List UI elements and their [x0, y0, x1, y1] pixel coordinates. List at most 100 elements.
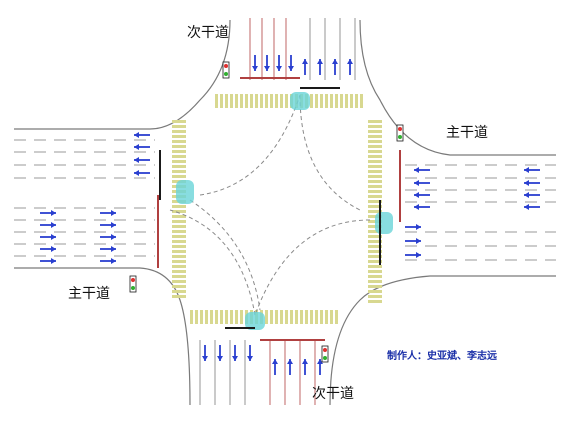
crosswalk-south-stripe	[210, 310, 213, 324]
crosswalk-south-stripe	[225, 310, 228, 324]
crosswalk-north-stripe	[255, 94, 258, 108]
turn-path-1	[199, 94, 301, 196]
crosswalk-south-stripe	[330, 310, 333, 324]
label-north-road: 次干道	[187, 25, 229, 41]
crosswalk-east-stripe	[368, 120, 382, 123]
signal-pole-icon	[159, 87, 381, 329]
traffic-light-icon	[129, 61, 404, 363]
crosswalk-north-stripe	[280, 94, 283, 108]
crosswalk-west-stripe	[172, 250, 186, 253]
crosswalk-north-stripe	[245, 94, 248, 108]
crosswalk-east-stripe	[368, 235, 382, 238]
crosswalk-west-stripe	[172, 140, 186, 143]
crosswalk-south-stripe	[305, 310, 308, 324]
crosswalk-east-stripe	[368, 130, 382, 133]
road-edge-nw	[14, 19, 231, 130]
crosswalk-west-stripe	[172, 155, 186, 158]
north-approach-lanes	[249, 18, 356, 80]
crosswalk-west-stripe	[172, 125, 186, 128]
crosswalk-west-stripe	[172, 205, 186, 208]
crosswalk-west-stripe	[172, 150, 186, 153]
crosswalk-east-stripe	[368, 160, 382, 163]
crosswalk-south-stripe	[290, 310, 293, 324]
crosswalk-east-stripe	[368, 195, 382, 198]
crosswalk-north-stripe	[285, 94, 288, 108]
crosswalk-east-stripe	[368, 290, 382, 293]
crosswalk-west-stripe	[172, 130, 186, 133]
east-approach-lanes	[405, 164, 556, 261]
crosswalk-north-stripe	[270, 94, 273, 108]
crosswalk-south-stripe	[320, 310, 323, 324]
crosswalk-east-stripe	[368, 245, 382, 248]
crosswalk-west-stripe	[172, 295, 186, 298]
crosswalk-east-stripe	[368, 285, 382, 288]
crosswalk-north-stripe	[235, 94, 238, 108]
crosswalk-west-stripe	[172, 120, 186, 123]
crosswalk-east-stripe	[368, 275, 382, 278]
crosswalk-north-stripe	[350, 94, 353, 108]
crosswalk-east-stripe	[368, 205, 382, 208]
crosswalk-west-stripe	[172, 235, 186, 238]
crosswalk-south-stripe	[195, 310, 198, 324]
crosswalk-east-stripe	[368, 165, 382, 168]
crosswalk-south-stripe	[335, 310, 338, 324]
crosswalk-east-stripe	[368, 250, 382, 253]
crosswalk-south-stripe	[230, 310, 233, 324]
crosswalk-east-stripe	[368, 210, 382, 213]
crosswalk-south-stripe	[285, 310, 288, 324]
crosswalk-east-stripe	[368, 140, 382, 143]
crosswalk-east-stripe	[368, 200, 382, 203]
crosswalk-north-stripe	[260, 94, 263, 108]
crosswalk-east-stripe	[368, 265, 382, 268]
crosswalk-north-stripe	[330, 94, 333, 108]
refuge-island-south	[245, 312, 265, 330]
crosswalk-west-stripe	[172, 215, 186, 218]
crosswalk-east-stripe	[368, 150, 382, 153]
crosswalk-west-stripe	[172, 255, 186, 258]
crosswalk-north-stripe	[345, 94, 348, 108]
crosswalk-east-stripe	[368, 190, 382, 193]
turn-path-5	[189, 199, 261, 311]
crosswalk-north-stripe	[240, 94, 243, 108]
crosswalk-west-stripe	[172, 225, 186, 228]
intersection-area	[165, 115, 390, 315]
crosswalk-north-stripe	[220, 94, 223, 108]
crosswalk-west-stripe	[172, 165, 186, 168]
crosswalk-west-stripe	[172, 160, 186, 163]
crosswalk-east-stripe	[368, 270, 382, 273]
turn-path-2	[169, 209, 256, 316]
crosswalk-east-stripe	[368, 280, 382, 283]
crosswalk-south-stripe	[235, 310, 238, 324]
crosswalk-south-stripe	[325, 310, 328, 324]
crosswalk-east-stripe	[368, 240, 382, 243]
crosswalk-north-stripe	[315, 94, 318, 108]
crosswalk-west-stripe	[172, 240, 186, 243]
crosswalk-south-stripe	[275, 310, 278, 324]
crosswalk-west-stripe	[172, 245, 186, 248]
refuge-island-east	[375, 212, 393, 234]
crosswalk-north-stripe	[275, 94, 278, 108]
crosswalk-east-stripe	[368, 180, 382, 183]
crosswalk-north-stripe	[230, 94, 233, 108]
crosswalk-south-stripe	[295, 310, 298, 324]
crosswalk-west-stripe	[172, 175, 186, 178]
crosswalk-north-stripe	[250, 94, 253, 108]
crosswalk-north-stripe	[310, 94, 313, 108]
label-south-road: 次干道	[312, 386, 354, 402]
crosswalk-south-stripe	[205, 310, 208, 324]
crosswalk-east-stripe	[368, 145, 382, 148]
crosswalk-east-stripe	[368, 230, 382, 233]
crosswalk-north-stripe	[335, 94, 338, 108]
crosswalk-west-stripe	[172, 270, 186, 273]
crosswalk-east-stripe	[368, 295, 382, 298]
crosswalk-west-stripe	[172, 220, 186, 223]
crosswalk-east-stripe	[368, 300, 382, 303]
refuge-island-north	[290, 92, 310, 110]
crosswalk-south-stripe	[190, 310, 193, 324]
label-west-road: 主干道	[68, 286, 110, 302]
crosswalk-east-stripe	[368, 155, 382, 158]
crosswalk-west-stripe	[172, 210, 186, 213]
crosswalk-north-stripe	[340, 94, 343, 108]
